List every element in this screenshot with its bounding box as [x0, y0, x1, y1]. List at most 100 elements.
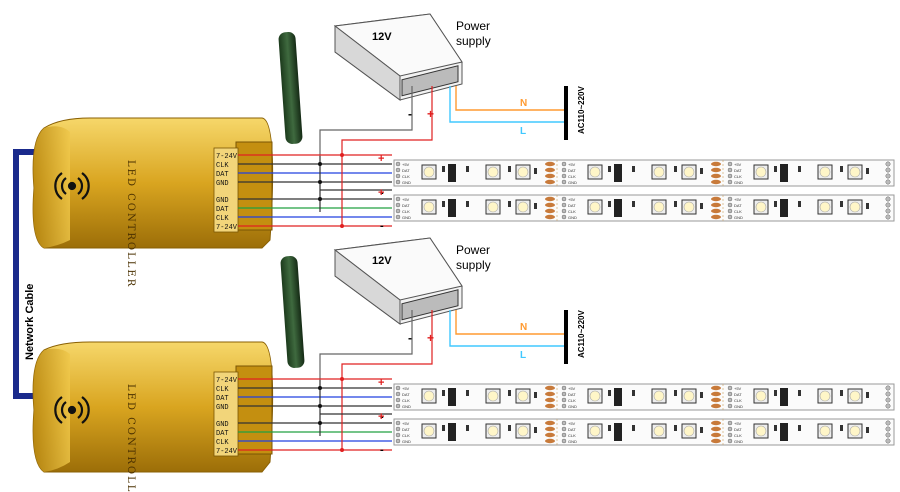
resistor — [774, 390, 777, 396]
pin-dat-bottom: DAT — [216, 430, 229, 438]
solder-pad — [561, 391, 567, 397]
led-lens — [755, 166, 767, 178]
pad-label: DAT — [402, 168, 410, 173]
led-lens — [683, 425, 695, 437]
resistor — [608, 390, 611, 396]
solder-pad — [727, 161, 733, 167]
pad-label: CLK — [568, 174, 576, 179]
resistor — [608, 201, 611, 207]
network-cable-label: Network Cable — [24, 284, 36, 360]
led-lens — [653, 390, 665, 402]
led-lens — [683, 166, 695, 178]
led-lens — [819, 425, 831, 437]
copper-pad — [711, 208, 721, 214]
led-lens — [589, 425, 601, 437]
solder-pad — [395, 167, 401, 173]
led-lens — [517, 425, 529, 437]
power-supply-label-2: supply — [456, 34, 491, 48]
resistor — [866, 392, 869, 398]
signal-wires — [238, 154, 392, 227]
pad-label: DAT — [402, 392, 410, 397]
system-2: LED CONTROLLER 7-24V CLK DAT GND GND DAT… — [32, 237, 895, 492]
pad-label: GND — [568, 404, 577, 409]
pad-label: +5V — [568, 386, 576, 391]
resistor — [534, 427, 537, 433]
copper-pad — [711, 179, 721, 185]
led-lens — [487, 390, 499, 402]
resistor — [840, 166, 843, 172]
driver-ic — [448, 388, 456, 406]
led-lens — [517, 166, 529, 178]
mains-l-label: L — [520, 126, 526, 137]
solder-pad — [561, 426, 567, 432]
strip-top-minus: - — [380, 187, 384, 199]
mains-n-label: N — [520, 98, 527, 109]
resistor — [632, 425, 635, 431]
solder-pad — [561, 385, 567, 391]
led-lens — [755, 425, 767, 437]
pad-label: GND — [568, 215, 577, 220]
copper-pad — [711, 432, 721, 438]
pin-7-24v-top: 7-24V — [216, 377, 238, 385]
solder-pad — [561, 196, 567, 202]
pad-label: CLK — [568, 398, 576, 403]
solder-pad — [561, 202, 567, 208]
pad-label: CLK — [568, 433, 576, 438]
copper-pad — [711, 420, 721, 426]
copper-pad — [711, 426, 721, 432]
pad-label: DAT — [734, 168, 742, 173]
pad-label: DAT — [734, 427, 742, 432]
pad-label: DAT — [734, 392, 742, 397]
pad-label: +5V — [402, 386, 410, 391]
led-controller: LED CONTROLLER 7-24V CLK DAT GND GND DAT… — [32, 117, 274, 288]
power-minus: - — [408, 107, 412, 121]
resistor — [798, 390, 801, 396]
solder-pad — [561, 438, 567, 444]
resistor — [866, 203, 869, 209]
solder-pad — [395, 391, 401, 397]
copper-pad — [545, 161, 555, 167]
strip-bottom-plus: + — [378, 411, 384, 423]
pin-7-24v-bottom: 7-24V — [216, 448, 238, 456]
pin-7-24v-bottom: 7-24V — [216, 224, 238, 232]
resistor — [700, 203, 703, 209]
led-lens — [683, 390, 695, 402]
solder-pad — [727, 391, 733, 397]
solder-pad — [561, 432, 567, 438]
solder-pad — [395, 438, 401, 444]
copper-pad — [711, 167, 721, 173]
pad-label: +5V — [734, 162, 742, 167]
solder-pad — [727, 420, 733, 426]
pad-label: CLK — [402, 174, 410, 179]
resistor — [674, 166, 677, 172]
led-lens — [755, 201, 767, 213]
copper-pad — [545, 391, 555, 397]
resistor — [632, 390, 635, 396]
strip-bottom-minus: - — [380, 444, 384, 456]
led-lens — [683, 201, 695, 213]
copper-pad — [545, 385, 555, 391]
led-lens — [517, 390, 529, 402]
power-supply-label-1: Power — [456, 243, 490, 257]
strip-top-plus: + — [378, 153, 384, 165]
copper-pad — [711, 173, 721, 179]
pad-label: +5V — [568, 162, 576, 167]
resistor — [674, 390, 677, 396]
solder-pad — [727, 385, 733, 391]
driver-ic — [780, 423, 788, 441]
pad-label: DAT — [568, 168, 576, 173]
pin-dat-bottom: DAT — [216, 206, 229, 214]
resistor — [866, 168, 869, 174]
end-pad — [885, 403, 891, 409]
led-lens — [653, 425, 665, 437]
pad-label: GND — [734, 404, 743, 409]
copper-pad — [545, 208, 555, 214]
end-pad — [885, 161, 891, 167]
pad-label: GND — [734, 215, 743, 220]
strip-body — [393, 194, 895, 222]
pad-label: CLK — [734, 174, 742, 179]
led-lens — [487, 425, 499, 437]
resistor — [866, 427, 869, 433]
solder-pad — [395, 420, 401, 426]
resistor — [798, 201, 801, 207]
